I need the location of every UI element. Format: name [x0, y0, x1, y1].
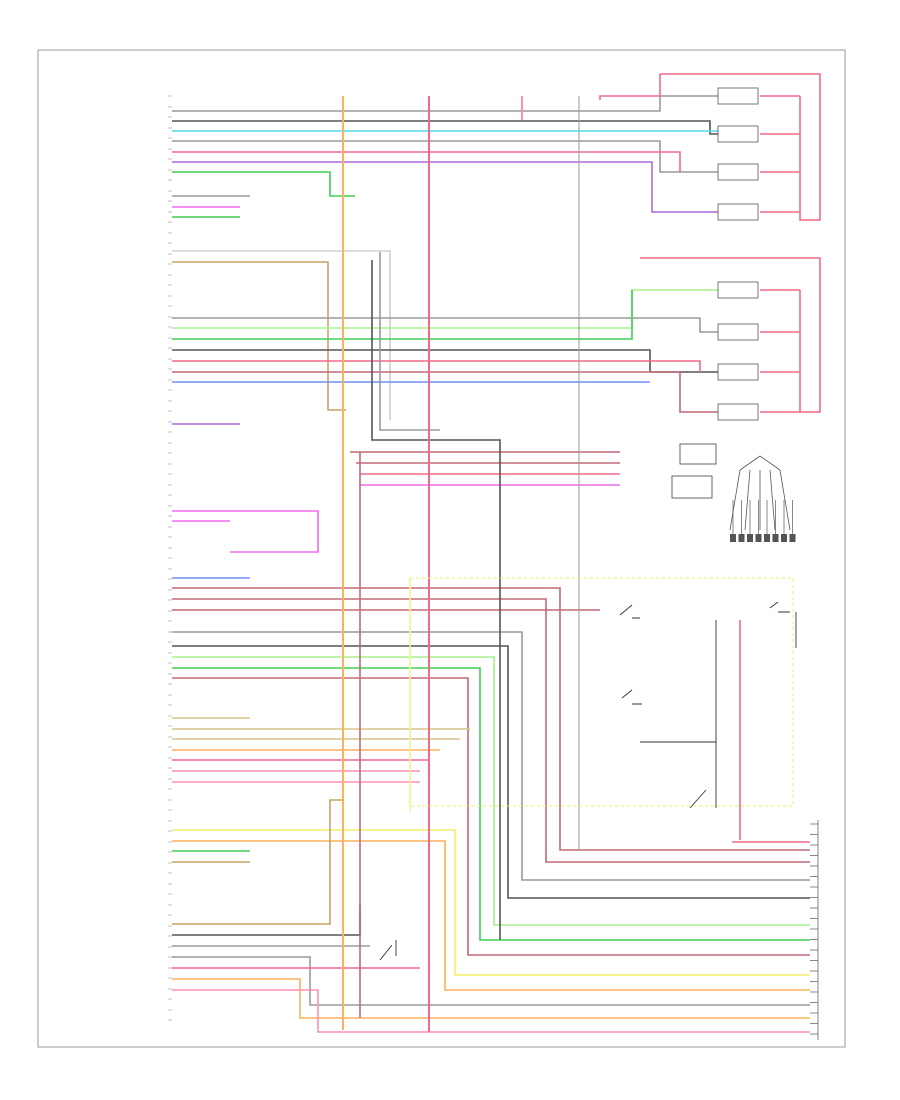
ignition-module-box: [671, 475, 713, 499]
wire-34: [172, 677, 810, 956]
wire-17: [172, 371, 718, 413]
wire-30: [172, 631, 810, 881]
diagram-frame: [37, 49, 846, 1048]
spark-plug-array: [730, 500, 796, 542]
wire-51: [172, 978, 810, 1019]
spark-plug-7: [781, 534, 787, 542]
wire-12: [172, 317, 718, 333]
lower-switch-symbol: [379, 940, 397, 961]
wire-31: [172, 645, 810, 899]
injector-feed-loop-bottom: [640, 257, 821, 413]
wire-6: [172, 171, 355, 197]
wire-5: [172, 161, 718, 213]
injector-5: [717, 281, 759, 299]
wire-54: [371, 260, 501, 940]
wire-0: [172, 95, 718, 112]
wire-11: [172, 261, 346, 411]
wire-43: [172, 840, 810, 991]
spark-plug-6: [772, 534, 779, 542]
pcm-pin-labels: [168, 95, 172, 1021]
wire-16: [172, 360, 701, 372]
wire-46: [172, 799, 342, 925]
wire-28: [172, 598, 810, 863]
wire-13: [172, 289, 718, 329]
wire-49: [172, 956, 810, 1006]
injector-7: [717, 363, 759, 381]
wire-27: [172, 587, 810, 851]
injector-8: [717, 403, 759, 421]
spark-plug-8: [789, 534, 796, 542]
spark-plug-5: [764, 534, 770, 542]
wire-10: [172, 250, 391, 420]
relay-switch-2: [769, 601, 790, 613]
injector-1: [717, 87, 759, 105]
spark-plug-4: [755, 534, 762, 542]
injector-4: [717, 203, 759, 221]
spark-plug-2: [738, 534, 745, 542]
wire-52: [172, 989, 810, 1033]
injector-feed-to-top: [599, 74, 661, 100]
injector-6: [717, 323, 759, 341]
injector-2: [717, 125, 759, 143]
wire-55: [379, 252, 440, 431]
wire-47: [172, 905, 361, 936]
ignition-module-top: [679, 443, 717, 465]
spark-plug-3: [747, 534, 753, 542]
relay-coil-line: [640, 620, 717, 809]
wire-14: [172, 290, 633, 340]
wire-3: [172, 140, 718, 173]
injector-bank-bottom: [717, 281, 759, 421]
injector-bank-top: [717, 87, 759, 221]
wires: [172, 95, 810, 1033]
relay-switch-3: [621, 689, 642, 705]
wire-1: [172, 120, 718, 135]
wire-4: [172, 151, 681, 172]
wire-42: [172, 829, 810, 976]
pcm-pin-column: [165, 88, 175, 1033]
ignition-module: [671, 443, 717, 499]
injector-feed-loop-top: [660, 73, 821, 221]
wire-33: [172, 667, 810, 941]
right-connector: [810, 820, 819, 1040]
wire-24: [172, 510, 319, 553]
spark-plug-1: [730, 534, 736, 542]
injector-3: [717, 163, 759, 181]
relay-switch-1: [619, 604, 640, 619]
wire-32: [172, 656, 810, 926]
distributor-fan: [729, 455, 791, 531]
